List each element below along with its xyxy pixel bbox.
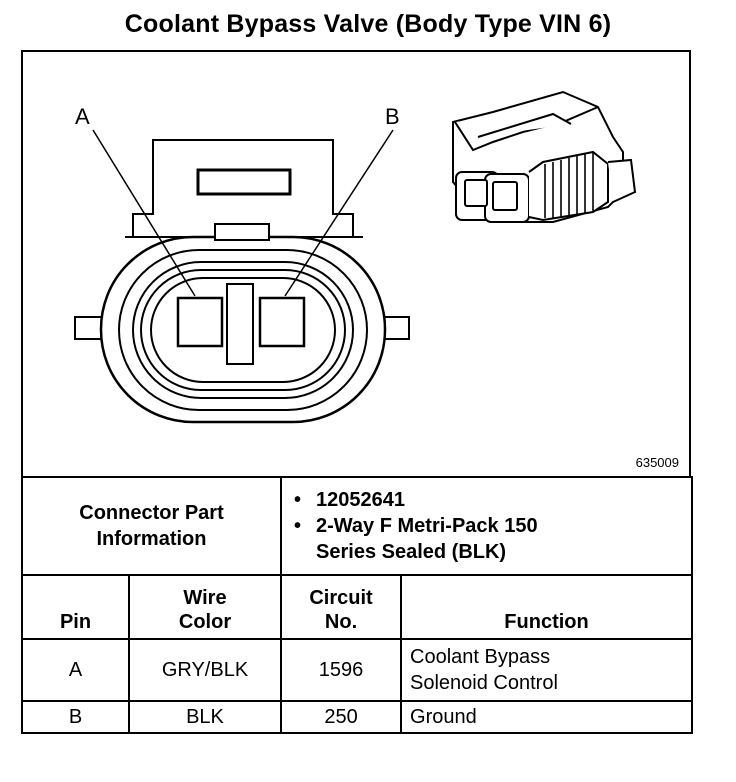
wire-color-cell: GRY/BLK — [127, 638, 283, 702]
circuit-no-cell: 1596 — [280, 638, 403, 702]
header-wire-color-text: Wire Color — [178, 587, 232, 633]
circuit-no-cell: 250 — [280, 700, 403, 734]
page-title: Coolant Bypass Valve (Body Type VIN 6) — [124, 10, 612, 38]
function-cell: Coolant Bypass Solenoid Control — [400, 638, 694, 702]
part-number-text: 12052641 — [316, 489, 405, 511]
connector-info-label-text: Connector Part Information — [79, 502, 224, 550]
connector-type-text: 2-Way F Metri-Pack 150 Series Sealed (BL… — [316, 515, 538, 563]
table-row: B BLK 250 Ground — [21, 700, 694, 734]
connector-drawing — [74, 90, 637, 424]
header-row: Pin Wire Color Circuit No. Function — [21, 574, 694, 640]
header-circuit-no: Circuit No. — [280, 574, 403, 640]
table-row: A GRY/BLK 1596 Coolant Bypass Solenoid C… — [21, 638, 694, 702]
header-circuit-no-text: Circuit No. — [309, 587, 373, 633]
header-pin: Pin — [21, 574, 130, 640]
connector-diagram: A B 635009 — [21, 50, 691, 478]
connector-info-values: • 12052641 • 2-Way F Metri-Pack 150 Seri… — [280, 476, 694, 576]
connector-part-number: • 12052641 — [294, 487, 691, 513]
header-function: Function — [400, 574, 694, 640]
connector-table: Connector Part Information • 12052641 • … — [20, 476, 694, 734]
connector-type: • 2-Way F Metri-Pack 150 Series Sealed (… — [294, 513, 691, 565]
pin-b-callout: B — [385, 104, 400, 129]
wire-color-cell: BLK — [127, 700, 283, 734]
pin-cell: A — [21, 638, 130, 702]
function-text: Coolant Bypass Solenoid Control — [410, 646, 558, 694]
bullet-icon: • — [294, 489, 302, 511]
figure-code: 635009 — [635, 455, 679, 470]
pin-cell: B — [21, 700, 130, 734]
connector-info-label: Connector Part Information — [20, 476, 283, 576]
function-cell: Ground — [400, 700, 694, 734]
pin-a-callout: A — [75, 104, 90, 129]
connector-info-row: Connector Part Information • 12052641 • … — [20, 476, 694, 576]
header-wire-color: Wire Color — [127, 574, 283, 640]
bullet-icon: • — [294, 515, 302, 537]
